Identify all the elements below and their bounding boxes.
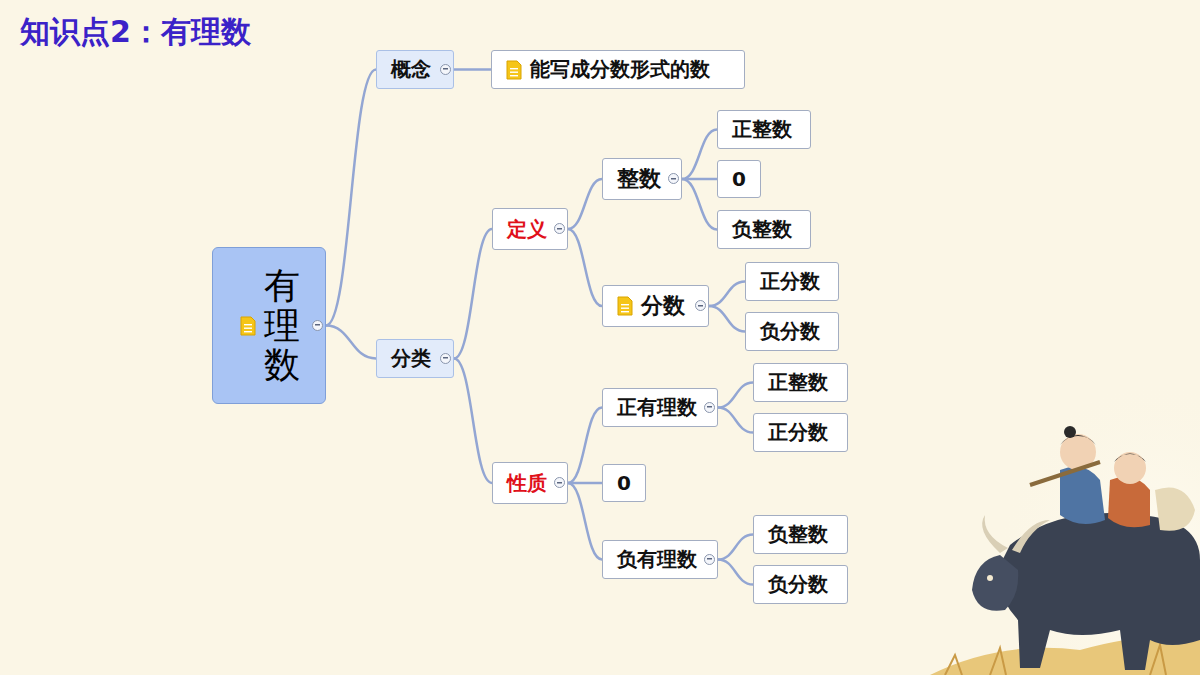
branch-line	[568, 482, 602, 485]
topic-box: 整数	[602, 158, 682, 200]
glow	[880, 300, 1200, 675]
topic-box: 正分数	[753, 413, 848, 452]
node-label: 定义	[507, 216, 547, 243]
node-label: 负有理数	[617, 546, 697, 573]
branch-line	[568, 179, 602, 229]
topic-box: 负整数	[753, 515, 848, 554]
node-label: 整数	[617, 164, 661, 194]
node-label: 正分数	[768, 419, 828, 446]
node-label: 正有理数	[617, 394, 697, 421]
node-label: 能写成分数形式的数	[530, 56, 710, 83]
branch-line	[454, 68, 491, 71]
topic-box: 正整数	[717, 110, 811, 149]
node-label: 0	[732, 167, 746, 191]
node-label: 性质	[507, 470, 547, 497]
topic-box: 正整数	[753, 363, 848, 402]
node-label: 概念	[391, 56, 431, 83]
topic-box: 能写成分数形式的数	[491, 50, 745, 89]
node-label: 负整数	[732, 216, 792, 243]
note-icon	[617, 296, 633, 316]
node-label: 有理数	[264, 266, 300, 385]
topic-box: 负分数	[753, 565, 848, 604]
node-label: 正分数	[760, 268, 820, 295]
node-label: 正整数	[768, 369, 828, 396]
topic-box: 性质	[492, 462, 568, 504]
node-label: 分类	[391, 345, 431, 372]
topic-box: 负有理数	[602, 540, 718, 579]
branch-line	[718, 383, 753, 408]
branch-line	[326, 70, 376, 326]
note-icon	[240, 316, 256, 336]
root-box: 有理数	[212, 247, 326, 404]
children	[1030, 426, 1195, 531]
branch-line	[568, 483, 602, 560]
branch-line	[718, 560, 753, 585]
branch-line	[454, 229, 492, 359]
branch-line	[682, 179, 717, 230]
branch-line	[718, 408, 753, 433]
topic-box: 正分数	[745, 262, 839, 301]
note-icon	[506, 60, 522, 80]
topic-box: 分类	[376, 339, 454, 378]
buffalo	[972, 513, 1200, 670]
topic-box: 定义	[492, 208, 568, 250]
node-label: 负分数	[760, 318, 820, 345]
node-label: 分数	[641, 291, 685, 321]
node-label: 正整数	[732, 116, 792, 143]
branch-line	[454, 359, 492, 484]
slide-title: 知识点2：有理数	[20, 12, 251, 53]
topic-box: 负整数	[717, 210, 811, 249]
branch-line	[709, 282, 745, 307]
node-label: 负整数	[768, 521, 828, 548]
node-label: 负分数	[768, 571, 828, 598]
topic-box: 正有理数	[602, 388, 718, 427]
branch-line	[718, 535, 753, 560]
branch-line	[709, 306, 745, 332]
topic-box: 负分数	[745, 312, 839, 351]
branch-line	[568, 408, 602, 484]
topic-box: 概念	[376, 50, 454, 89]
branch-line	[326, 326, 376, 359]
branch-line	[568, 229, 602, 306]
topic-box: 分数	[602, 285, 709, 327]
topic-box: 0	[602, 464, 646, 502]
topic-box: 0	[717, 160, 761, 198]
branch-line	[682, 130, 717, 180]
node-label: 0	[617, 471, 631, 495]
